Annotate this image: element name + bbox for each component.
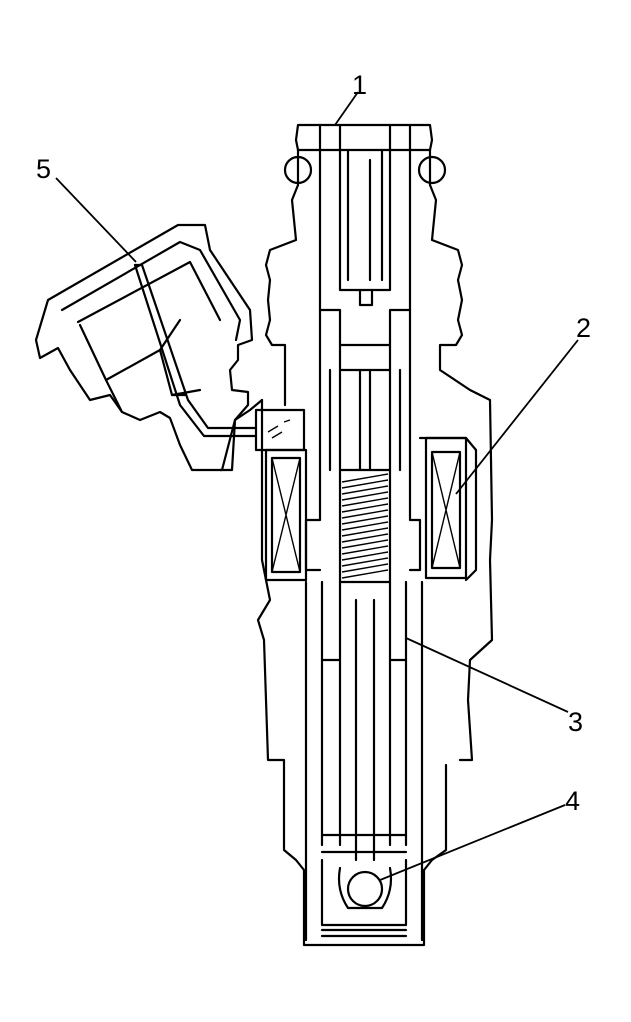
ball-valve [337,866,393,910]
callout-2: 2 [576,313,591,343]
callout-labels: 1 2 3 4 5 [36,70,591,816]
needle-assembly [304,580,424,942]
solenoid-coil [264,436,478,582]
callout-5: 5 [36,154,51,184]
leader-5 [55,177,137,263]
leader-4 [379,804,566,881]
armature-tube [304,123,422,572]
injector-body [218,123,494,947]
callout-leaders [55,91,579,881]
leader-1 [334,91,359,126]
leader-2 [455,339,579,495]
terminal-block [254,408,306,452]
callout-3: 3 [568,707,583,737]
callout-1: 1 [352,70,367,100]
leader-3 [405,637,569,713]
callout-4: 4 [565,786,580,816]
electrical-connector [34,223,258,472]
spring [338,468,392,584]
